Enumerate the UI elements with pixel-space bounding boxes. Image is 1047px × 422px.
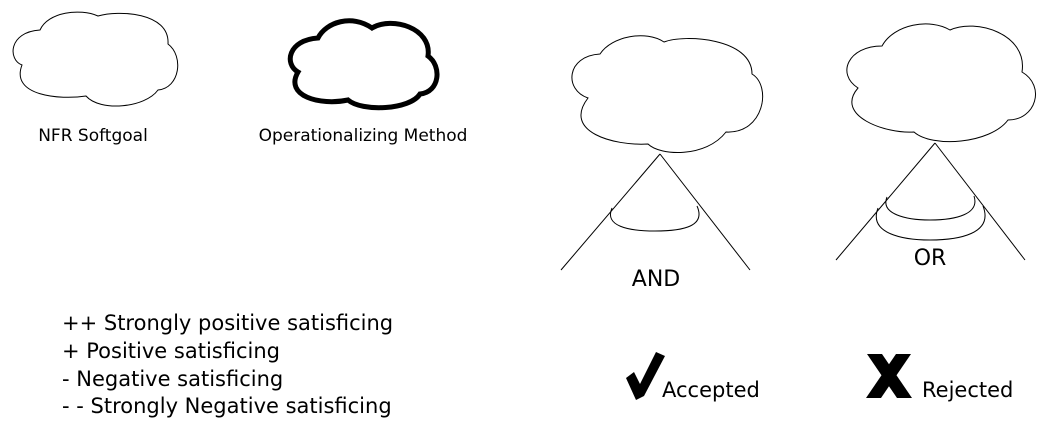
and-decomposition-symbol	[560, 35, 764, 271]
x-icon	[866, 354, 912, 398]
contribution-positive: + Positive satisficing	[62, 339, 280, 363]
or-outer-arc	[875, 205, 986, 241]
nfr-softgoal-label: NFR Softgoal	[38, 126, 148, 146]
rejected-label: Rejected	[922, 378, 1013, 402]
and-right-link	[659, 153, 751, 271]
operationalizing-method-label: Operationalizing Method	[259, 126, 468, 146]
or-decomposition-symbol	[835, 23, 1037, 261]
contribution-strongly-positive: ++ Strongly positive satisficing	[62, 311, 393, 335]
or-parent-cloud	[846, 23, 1037, 143]
and-label: AND	[632, 267, 680, 292]
and-arc	[609, 205, 700, 232]
check-icon	[626, 352, 665, 400]
or-label: OR	[914, 246, 947, 271]
contribution-negative: - Negative satisficing	[62, 367, 283, 391]
or-inner-arc	[885, 195, 976, 221]
contribution-legend: ++ Strongly positive satisficing + Posit…	[62, 311, 393, 418]
contribution-strongly-negative: - - Strongly Negative satisficing	[62, 394, 392, 418]
operationalizing-method-cloud	[287, 18, 440, 111]
and-parent-cloud	[571, 35, 764, 153]
or-right-link	[934, 142, 1026, 261]
nfr-softgoal-cloud	[12, 11, 179, 107]
accepted-label: Accepted	[662, 378, 760, 402]
